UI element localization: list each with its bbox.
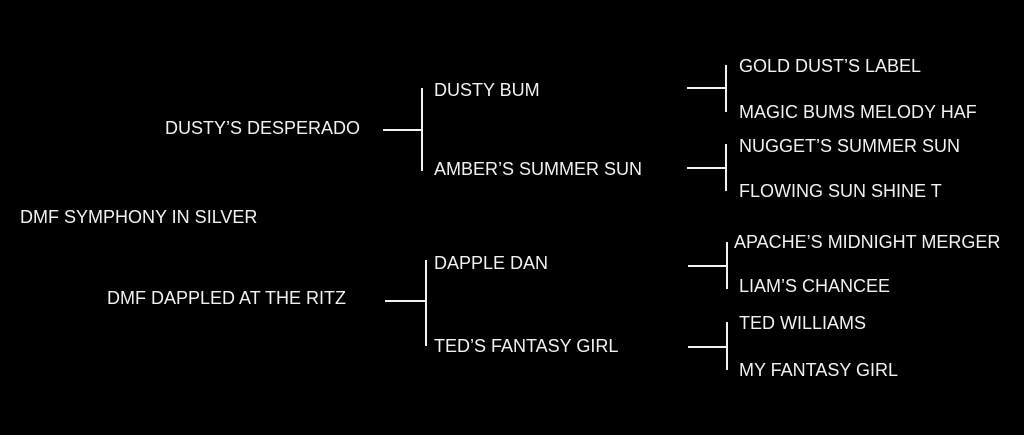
dam-dam-name: TED’S FANTASY GIRL <box>434 336 619 356</box>
connector-line <box>425 260 427 346</box>
dam-sire-name: DAPPLE DAN <box>434 253 549 273</box>
connector-line <box>421 88 423 171</box>
ggp-name: TED WILLIAMS <box>739 313 867 333</box>
connector-line <box>687 87 727 89</box>
sire-sire-name: DUSTY BUM <box>434 80 540 100</box>
dam-name: DMF DAPPLED AT THE RITZ <box>107 288 347 308</box>
connector-line <box>383 129 423 131</box>
subject-name: DMF SYMPHONY IN SILVER <box>20 207 258 227</box>
ggp-name: NUGGET’S SUMMER SUN <box>739 136 961 156</box>
connector-line <box>688 346 728 348</box>
sire-name: DUSTY’S DESPERADO <box>165 118 361 138</box>
connector-line <box>726 322 728 370</box>
connector-line <box>725 144 727 191</box>
connector-line <box>688 265 728 267</box>
connector-line <box>385 300 427 302</box>
sire-dam-name: AMBER’S SUMMER SUN <box>434 159 643 179</box>
connector-line <box>687 167 727 169</box>
ggp-name: APACHE’S MIDNIGHT MERGER <box>734 232 1001 252</box>
ggp-name: FLOWING SUN SHINE T <box>739 181 942 201</box>
ggp-name: MAGIC BUMS MELODY HAF <box>739 102 977 122</box>
ggp-name: MY FANTASY GIRL <box>739 360 899 380</box>
connector-line <box>726 242 728 289</box>
connector-line <box>725 65 727 112</box>
ggp-name: LIAM’S CHANCEE <box>739 276 891 296</box>
ggp-name: GOLD DUST’S LABEL <box>739 56 922 76</box>
